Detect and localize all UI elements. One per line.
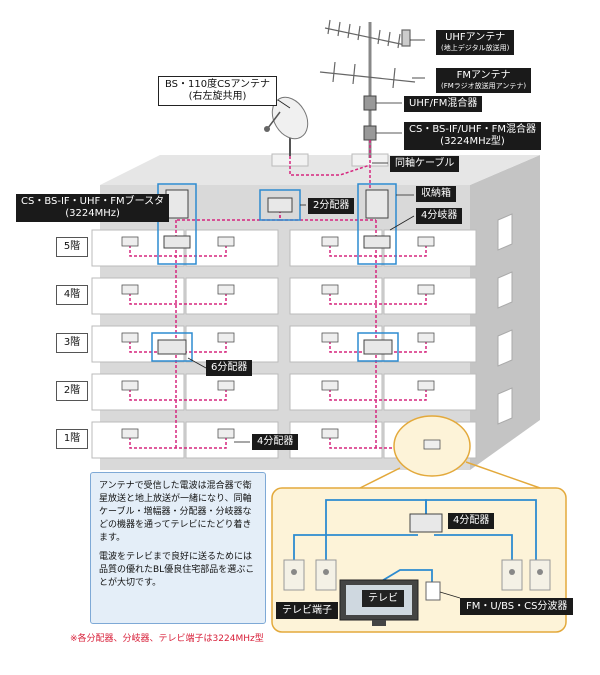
fm-antenna-icon xyxy=(319,61,416,89)
booster-icon xyxy=(165,189,189,219)
bs-cs-dish-icon xyxy=(264,96,309,156)
tv-terminal-label: テレビ端子 xyxy=(276,602,338,619)
uhf-antenna-icon xyxy=(324,19,411,49)
apartment-units xyxy=(91,229,477,459)
explanation-note: アンテナで受信した電波は混合器で衛星放送と地上放送が一緒になり、同軸ケーブル・増… xyxy=(90,472,266,624)
splitter2-icon xyxy=(267,197,293,213)
branch4-label: 4分岐器 xyxy=(416,208,463,224)
highlight-frames xyxy=(151,183,399,362)
floor-label-1: 1階 xyxy=(56,429,88,449)
cs-bs-mixer-label: CS・BS-IF/UHF・FM混合器(3224MHz型) xyxy=(404,122,542,150)
separator-label: FM・U/BS・CS分波器 xyxy=(460,598,574,615)
coax-cable-label: 同軸ケーブル xyxy=(390,156,460,172)
detail-splitter4-label: 4分配器 xyxy=(448,513,495,529)
detail-cables xyxy=(293,499,537,588)
floor-label-2: 2階 xyxy=(56,381,88,401)
cs-bs-mixer-icon xyxy=(363,125,377,141)
booster-splitter-icon xyxy=(163,235,191,249)
fm-antenna-label: FMアンテナ(FMラジオ放送用アンテナ) xyxy=(436,68,532,93)
terminal-sockets xyxy=(291,569,543,575)
tv-label: テレビ xyxy=(362,590,404,607)
building-side-wall xyxy=(470,155,540,470)
branch4-icon xyxy=(363,235,391,249)
floor-label-3: 3階 xyxy=(56,333,88,353)
device-icons xyxy=(157,189,393,355)
splitter6-left-icon xyxy=(157,339,187,355)
splitter4-floor1-label: 4分配器 xyxy=(252,434,299,450)
floor-label-4: 4階 xyxy=(56,285,88,305)
side-windows xyxy=(497,213,513,425)
uhf-fm-mixer-icon xyxy=(363,95,377,111)
footnote: ※各分配器、分岐器、テレビ端子は3224MHz型 xyxy=(70,634,264,644)
floor-label-5: 5階 xyxy=(56,237,88,257)
note-paragraph-2: 電波をテレビまで良好に送るためには品質の優れたBL優良住宅部品を選ぶことが大切で… xyxy=(99,552,255,588)
note-paragraph-1: アンテナで受信した電波は混合器で衛星放送と地上放送が一緒になり、同軸ケーブル・増… xyxy=(99,481,252,543)
uhf-fm-mixer-label: UHF/FM混合器 xyxy=(404,96,483,112)
booster-label: CS・BS-IF・UHF・FMブースタ(3224MHz) xyxy=(16,194,170,222)
detail-splitter4-icon xyxy=(409,513,443,533)
separator-icon xyxy=(425,581,441,601)
splitter2-label: 2分配器 xyxy=(308,198,355,214)
leader-lines xyxy=(187,39,425,443)
splitter6-right-icon xyxy=(363,339,393,355)
building-roof xyxy=(100,155,540,185)
splitter6-label: 6分配器 xyxy=(206,360,253,376)
storage-box-label: 収納箱 xyxy=(416,186,456,202)
uhf-antenna-label: UHFアンテナ(地上デジタル放送用) xyxy=(436,30,515,55)
bs-cs-antenna-label: BS・110度CSアンテナ(右左旋共用) xyxy=(158,76,278,106)
storage-box-icon xyxy=(365,189,389,219)
